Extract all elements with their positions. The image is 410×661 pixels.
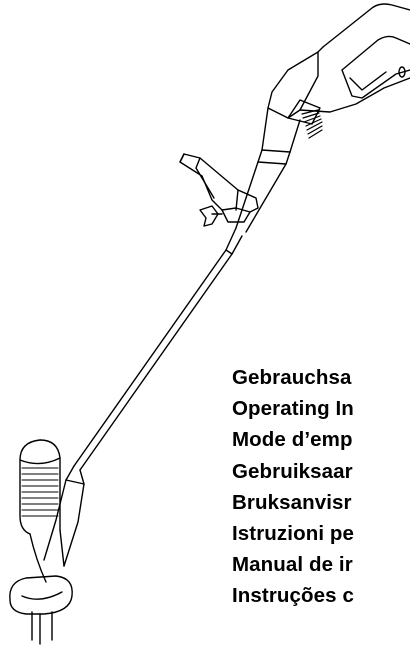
title-french: Mode d’emp [232,428,353,452]
handle-grip [267,3,410,139]
title-spanish: Manual de ir [232,553,353,577]
title-german: Gebrauchsa [232,366,352,389]
upper-shaft [235,107,301,233]
manual-title-list: Gebrauchsa Operating In Mode d’emp Gebru… [232,362,354,612]
title-swedish: Bruksanvisr [232,490,352,514]
title-dutch: Gebruiksaar [232,459,353,483]
title-english: Operating In [232,397,354,421]
title-portuguese: Instruções c [232,584,354,608]
lower-shaft [65,227,243,485]
motor-head [9,439,85,645]
title-italian: Istruzioni pe [232,522,355,546]
auxiliary-handle [179,153,259,227]
